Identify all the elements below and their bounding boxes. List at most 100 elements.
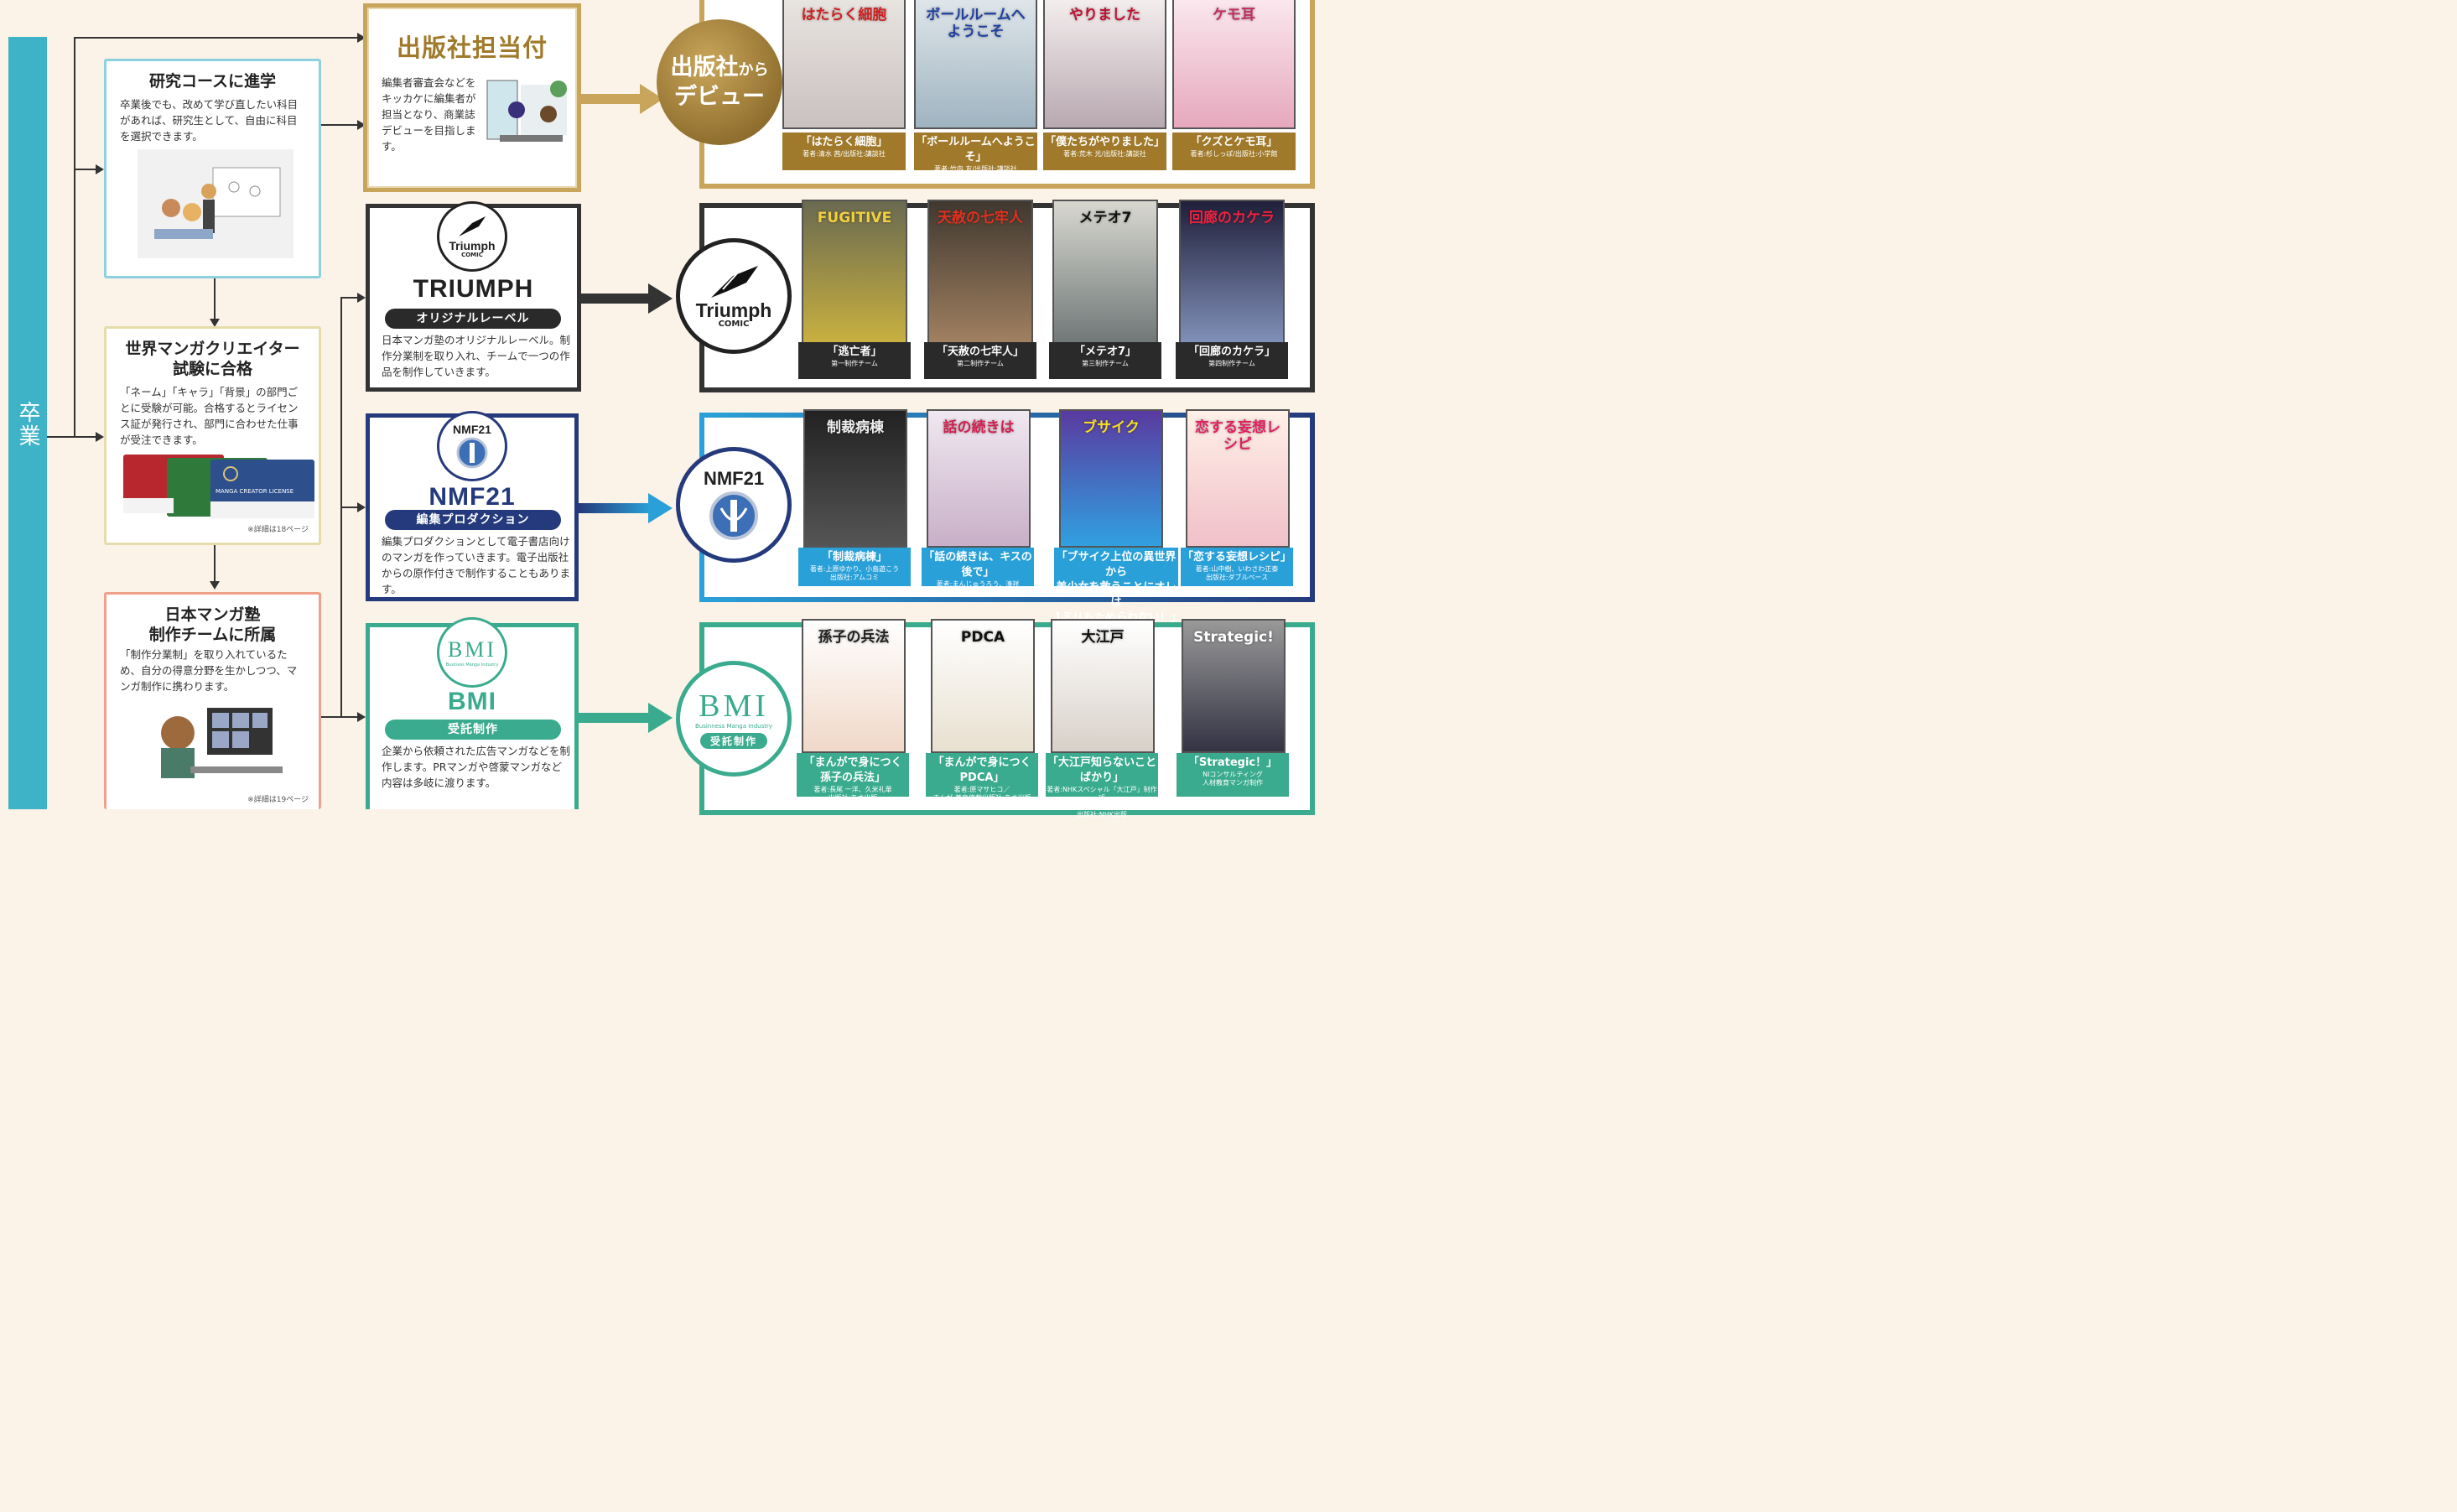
caption-title: 「メテオ7」 (1073, 346, 1137, 358)
caption-title: 「天赦の七牢人」 (936, 346, 1024, 358)
caption-title: 「まんがで身につく (803, 756, 902, 769)
bmi-circle-text: BMI (699, 688, 769, 724)
connector (321, 124, 359, 126)
connector (340, 507, 359, 508)
bmi-caption: 「まんがで身につくPDCA」著者:原マサヒコ／まんが:兼島信哉出版社:あさ出版 (926, 753, 1038, 802)
triumph-box: Triumph COMIC TRIUMPH オリジナルレーベル 日本マンガ塾のオ… (366, 201, 581, 392)
cover-title-art: PDCA (960, 629, 1005, 646)
triumph-cover: 回廊のカケラ (1179, 200, 1285, 344)
caption-sub: 著者:NHKスペシャル「大江戸」制作班 (1047, 786, 1157, 802)
caption-title: 「回廊のカケラ」 (1187, 346, 1275, 358)
nmf-caption: 「話の続きは、キスの後で」著者:まんじゅうろう、湊祥出版社:アムコミ (922, 548, 1034, 596)
triumph-caption: 「天赦の七牢人」第二制作チーム (924, 342, 1036, 379)
triumph-cover: 天赦の七牢人 (927, 200, 1033, 344)
connector (340, 297, 359, 299)
editor-meeting-illustration (486, 80, 567, 142)
caption-title: 「逃亡者」 (827, 346, 882, 358)
publisher-cover: ボールルームへようこそ (914, 0, 1037, 129)
research-title: 研究コースに進学 (148, 72, 277, 91)
exam-note: ※詳細は18ページ (247, 526, 309, 534)
caption-sub: 著者:山中樹、いわさわ正泰 (1195, 565, 1279, 573)
arrowhead (357, 293, 366, 303)
publisher-caption: 「ボールルームへようこそ」著者:竹内 友/出版社:講談社 (914, 132, 1037, 173)
team-illustration (161, 708, 283, 778)
arrowhead (96, 432, 104, 442)
bmi-caption: 「Strategic！」NIコンサルティング人材教育マンガ制作 (1177, 753, 1289, 797)
nmf-circle-emblem-icon (709, 491, 758, 540)
bmi-cover: PDCA (931, 619, 1035, 753)
nmf-cover: ブサイク (1059, 409, 1163, 548)
caption-title: 「大江戸知らないことばかり」 (1047, 756, 1156, 784)
caption-sub: 著者:荒木 光/出版社:講談社 (1063, 150, 1146, 158)
caption-title: 「話の続きは、キスの後で」 (923, 551, 1032, 579)
caption-sub: 著者:長尾 一洋、久米礼華 (813, 786, 892, 793)
bmi-logo: BMI Business Manga Industry (437, 617, 507, 688)
nmf-arrow (579, 493, 673, 523)
triumph-logo-sub: COMIC (461, 252, 483, 258)
caption-sub: 著者:杉しっぽ/出版社:小学館 (1190, 150, 1278, 158)
debut-circle: 出版社から デビュー (657, 19, 782, 145)
team-title-line1: 日本マンガ塾 (164, 605, 261, 624)
publisher-cover: やりました (1043, 0, 1166, 129)
caption-sub: まんが:兼島信哉出版社:あさ出版 (932, 794, 1031, 802)
cover-title-art: ケモ耳 (1213, 7, 1255, 23)
caption-sub: 第四制作チーム (1208, 360, 1255, 367)
cover-title-art: 天赦の七牢人 (938, 210, 1023, 226)
graduation-bar (8, 37, 47, 809)
bmi-logo-text: BMI (447, 637, 497, 662)
caption-title: 「Strategic！」 (1187, 756, 1278, 769)
debut-line1: 出版社から (670, 54, 769, 81)
caption-sub: 第三制作チーム (1082, 360, 1129, 367)
triumph-caption: 「逃亡者」第一制作チーム (798, 342, 911, 379)
exam-title-line2: 試験に合格 (172, 360, 252, 378)
connector (340, 716, 359, 718)
caption-sub: 出版社:NHK出版 (1077, 811, 1127, 818)
cover-title-art: 話の続きは (943, 419, 1015, 436)
cover-title-art: やりました (1069, 7, 1140, 23)
caption-sub: 著者:原マサヒコ／ (953, 786, 1010, 793)
triumph-circle-feather-icon (711, 265, 758, 298)
publisher-cover: はたらく細胞 (782, 0, 906, 129)
arrowhead (357, 33, 366, 43)
publisher-desc: 編集者審査会などをキッカケに編集者が担当となり、商業誌デビューを目指します。 (382, 76, 476, 153)
team-title-line2: 制作チームに所属 (148, 626, 277, 644)
bmi-desc: 企業から依頼された広告マンガなどを制作します。PRマンガや啓蒙マンガなど内容は多… (382, 745, 571, 789)
bmi-cover: Strategic! (1182, 619, 1286, 753)
connector (74, 37, 359, 39)
nmf-circle-text: NMF21 (703, 468, 765, 489)
team-title: 日本マンガ塾制作チームに所属 (120, 605, 305, 645)
caption-sub: 出版社:ダブルベース (1205, 574, 1269, 581)
bmi-logo-sub: Business Manga Industry (445, 662, 499, 668)
caption-sub: 作中マンガ制作:さいしょう章人 (1053, 803, 1151, 810)
cover-title-art: ブサイク (1083, 419, 1140, 436)
triumph-circle: Triumph COMIC (676, 238, 792, 354)
classroom-illustration (138, 149, 293, 258)
caption-title: 「恋する妄想レシピ」 (1182, 551, 1291, 564)
connector (74, 37, 75, 438)
team-note: ※詳細は19ページ (247, 796, 309, 804)
connector (214, 545, 216, 583)
caption-title: 「ブサイク上位の異世界から (1056, 551, 1177, 579)
nmf-emblem-icon (456, 437, 488, 469)
cover-title-art: はたらく細胞 (801, 7, 887, 23)
caption-sub: 第一制作チーム (831, 360, 878, 367)
caption-sub: 人材教育マンガ制作 (1203, 779, 1263, 787)
triumph-feather-icon (459, 216, 486, 236)
license-card-text: MANGA CREATOR LICENSE (216, 488, 294, 495)
team-desc: 「制作分業制」を取り入れているため、自分の得意分野を生かしつつ、マンガ制作に携わ… (120, 648, 298, 693)
nmf-circle: NMF21 (676, 447, 792, 563)
triumph-desc: 日本マンガ塾のオリジナルレーベル。制作分業制を取り入れ、チームで一つの作品を制作… (382, 334, 571, 378)
publisher-arrow (581, 84, 663, 114)
connector (74, 169, 97, 170)
bmi-cover: 孫子の兵法 (802, 619, 906, 753)
caption-title: 「はたらく細胞」 (800, 136, 888, 148)
caption-title: 「ボールルームへようこそ」 (916, 136, 1036, 164)
triumph-caption: 「回廊のカケラ」第四制作チーム (1176, 342, 1288, 379)
caption-sub: 第二制作チーム (957, 360, 1004, 367)
triumph-logo-main: Triumph (449, 239, 496, 252)
bmi-caption: 「大江戸知らないことばかり」著者:NHKスペシャル「大江戸」制作班作中マンガ制作… (1046, 753, 1158, 818)
connector (47, 436, 75, 438)
caption-sub: 出版社:アムコミ (953, 589, 1003, 596)
caption-title: 美少女を救うことにオレは (1056, 581, 1177, 609)
cover-title-art: Strategic! (1193, 629, 1274, 646)
